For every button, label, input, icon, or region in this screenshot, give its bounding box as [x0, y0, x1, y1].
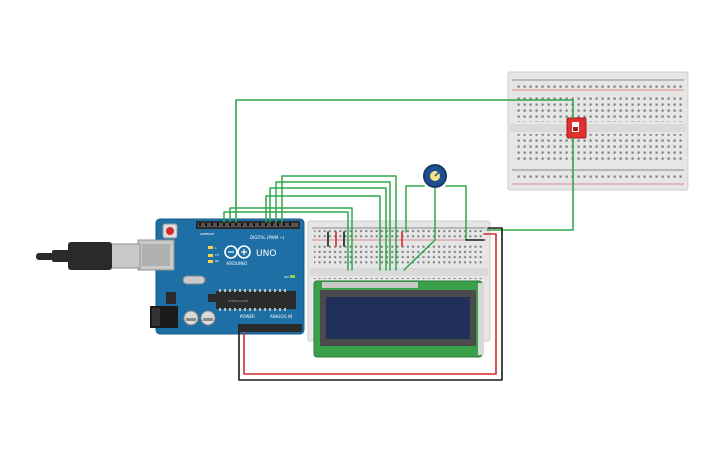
arduino-brand-label: ARDUINO	[226, 261, 248, 267]
wire-gnd-black[interactable]	[238, 227, 503, 381]
l-led	[208, 246, 213, 249]
l-label: L	[215, 246, 217, 250]
digital-pins[interactable]	[199, 223, 291, 226]
wire-d2[interactable]	[281, 175, 397, 271]
lcd-pin-header	[322, 282, 418, 288]
wire-switch-gnd[interactable]	[486, 137, 574, 231]
on-led	[290, 275, 295, 278]
reset-button[interactable]	[166, 227, 174, 235]
arduino-model-label: UNO	[256, 249, 276, 259]
wire-pot-right[interactable]	[445, 185, 467, 241]
on-label: ON	[284, 275, 289, 279]
slide-switch[interactable]	[566, 117, 587, 139]
power-label: POWER	[240, 314, 255, 319]
tx-label: TX	[214, 253, 219, 257]
wire-d12[interactable]	[223, 211, 349, 271]
digital-header-label: DIGITAL (PWM ~)	[250, 235, 285, 240]
gnd-label: GND	[207, 232, 215, 236]
ic-label: ATMEGA328P	[228, 299, 248, 303]
usb-cable[interactable]	[36, 242, 141, 270]
rx-led	[208, 260, 213, 263]
breadboard-top-right[interactable]	[507, 71, 689, 191]
arduino-logo-icon	[224, 245, 251, 259]
wire-d3[interactable]	[275, 181, 391, 271]
potentiometer[interactable]	[423, 164, 447, 188]
tx-led	[208, 254, 213, 257]
wire-pot-mid[interactable]	[403, 187, 436, 271]
wire-d5[interactable]	[265, 195, 381, 271]
arduino-uno[interactable]: ARDUINO UNO DIGITAL (PWM ~) POWER ANALOG…	[137, 218, 305, 335]
rx-label: RX	[215, 259, 219, 263]
aref-label: AREF	[200, 232, 208, 236]
wire-5v-red[interactable]	[243, 233, 497, 375]
analog-label: ANALOG IN	[270, 314, 292, 319]
wire-pot-left[interactable]	[405, 185, 425, 233]
wire-d11[interactable]	[229, 207, 353, 271]
wire-d4[interactable]	[269, 187, 387, 271]
lcd-16x2[interactable]	[313, 280, 484, 358]
wire-switch-signal[interactable]	[235, 99, 574, 223]
